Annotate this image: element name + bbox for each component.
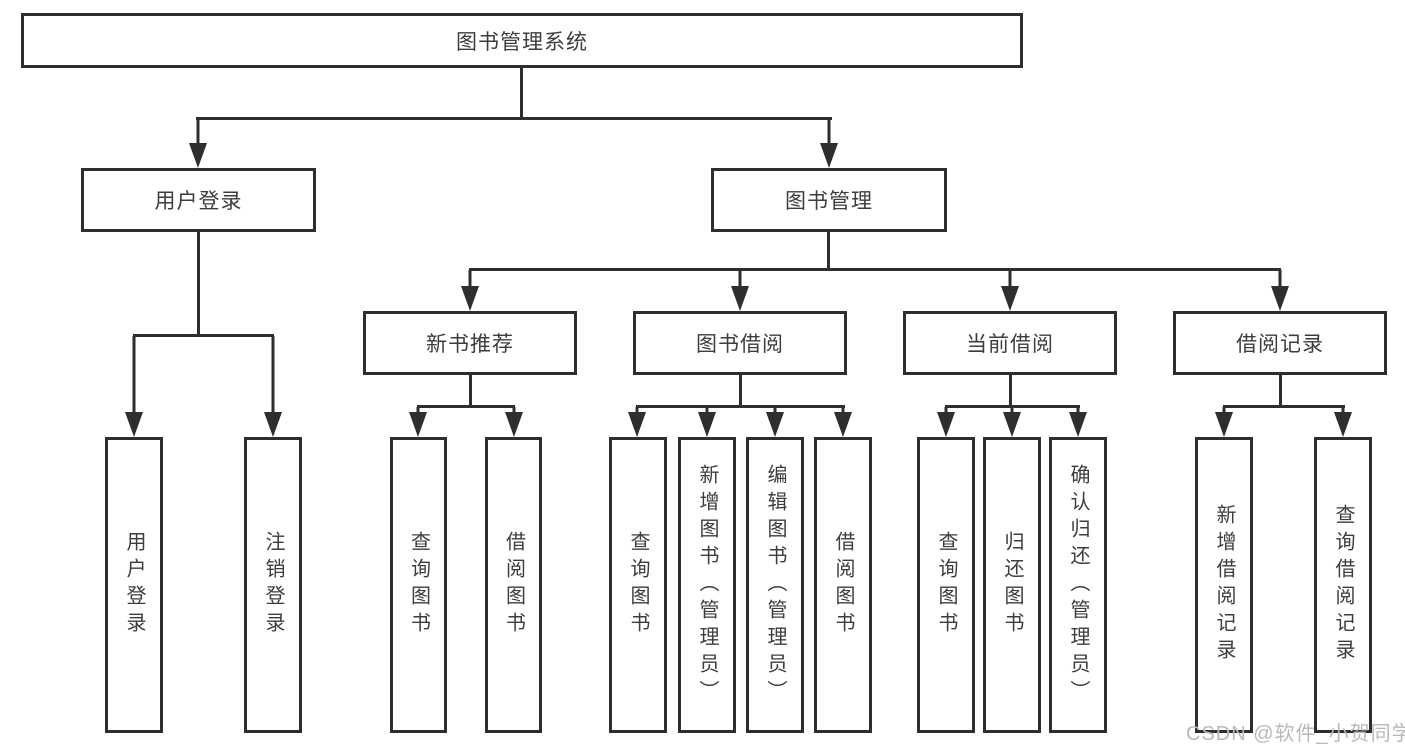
arrow-current-borrow-leaf-1 [936,407,956,437]
leaf-current-return: 归还图书 [983,437,1041,733]
connector-book-borrow-stem [739,375,742,407]
node-user-login: 用户登录 [81,168,316,232]
node-borrow-record: 借阅记录 [1173,311,1387,375]
arrow-to-logout-leaf [263,336,283,437]
leaf-newbook-borrow: 借阅图书 [485,437,542,733]
csdn-watermark: CSDN @软件_小贺同学 [1186,723,1405,745]
leaf-newbook-query: 查询图书 [390,437,447,733]
leaf-record-add: 新增借阅记录 [1195,437,1253,733]
arrow-book-borrow-leaf-4 [833,407,853,437]
arrow-new-book-leaf-1 [408,407,428,437]
arrow-book-borrow-leaf-1 [627,407,647,437]
connector-borrow-record-stem [1279,375,1282,407]
leaf-logout: 注销登录 [244,437,302,733]
arrow-borrow-record-leaf-2 [1333,407,1353,437]
leaf-current-confirm-return-admin: 确认归还（管理员） [1049,437,1107,733]
connector-user-login-branch [133,334,274,337]
leaf-borrow-edit-admin: 编辑图书（管理员） [746,437,804,733]
connector-new-book-stem [469,375,472,407]
arrow-book-borrow-leaf-3 [765,407,785,437]
leaf-borrow-add-admin: 新增图书（管理员） [678,437,736,733]
arrow-to-new-book [460,270,480,311]
arrow-to-borrow-record [1270,270,1290,311]
connector-root-branch [196,117,832,120]
leaf-borrow-query: 查询图书 [609,437,667,733]
connector-user-login-stem [197,232,200,336]
connector-borrow-record-branch [1223,405,1345,408]
arrow-to-book-borrow [730,270,750,311]
leaf-user-login: 用户登录 [105,437,163,733]
arrow-to-current-borrow [1000,270,1020,311]
leaf-current-query: 查询图书 [917,437,975,733]
leaf-borrow-borrow: 借阅图书 [814,437,872,733]
arrow-current-borrow-leaf-3 [1068,407,1088,437]
node-current-borrow: 当前借阅 [903,311,1117,375]
connector-new-book-branch [417,405,515,408]
arrow-book-borrow-leaf-2 [697,407,717,437]
connector-root-stem [520,68,523,119]
node-book-borrow: 图书借阅 [633,311,847,375]
arrow-to-user-login [188,118,208,168]
leaf-record-query: 查询借阅记录 [1314,437,1372,733]
node-book-management: 图书管理 [711,168,947,232]
arrow-to-user-login-leaf [124,336,144,437]
arrow-to-book-management [819,118,839,168]
arrow-borrow-record-leaf-1 [1214,407,1234,437]
connector-book-mgmt-branch [469,268,1281,271]
arrow-new-book-leaf-2 [504,407,524,437]
node-root-library-system: 图书管理系统 [21,13,1023,68]
connector-book-mgmt-stem [827,232,830,270]
node-new-book-recommend: 新书推荐 [363,311,577,375]
arrow-current-borrow-leaf-2 [1002,407,1022,437]
connector-current-borrow-stem [1009,375,1012,407]
connector-book-borrow-branch [636,405,845,408]
